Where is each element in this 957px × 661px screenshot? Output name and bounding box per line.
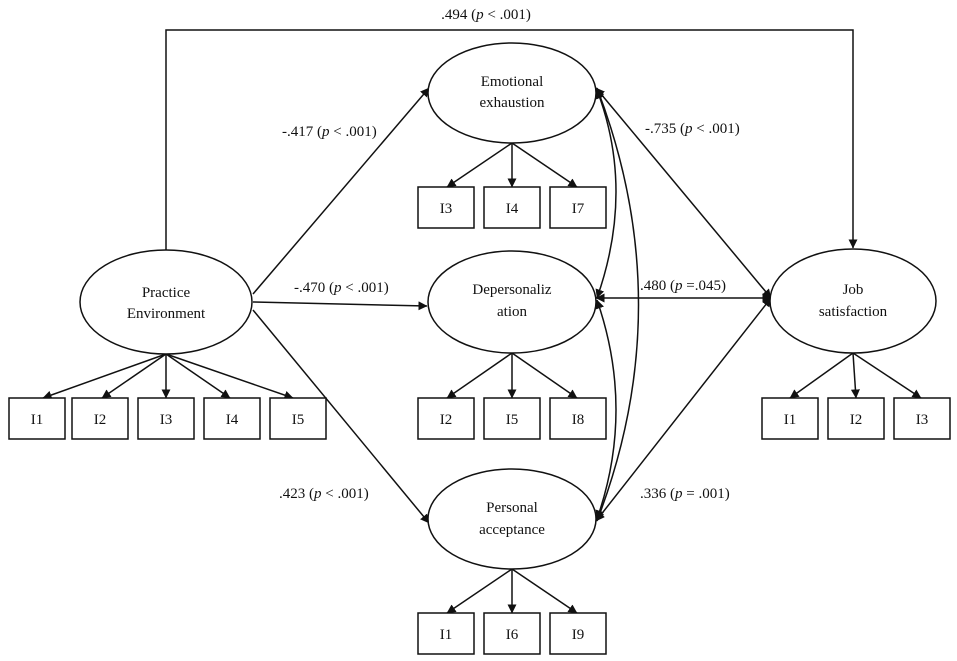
latent-label-line1: Personal xyxy=(486,500,538,516)
indicator-label: I8 xyxy=(572,412,585,428)
indicator-box: I9 xyxy=(549,612,607,655)
latent-emotional-exhaustion: Emotional exhaustion xyxy=(427,42,597,144)
loading-personal-1 xyxy=(446,568,513,614)
latent-label-line1: Emotional xyxy=(481,74,544,90)
indicator-box: I1 xyxy=(417,612,475,655)
indicator-box: I1 xyxy=(761,397,819,440)
arc-emotional-personal xyxy=(595,87,640,522)
indicator-label: I4 xyxy=(506,201,519,217)
arc-emotional-depersonalization xyxy=(595,89,617,299)
latent-label-line1: Job xyxy=(843,282,864,298)
indicator-box: I7 xyxy=(549,186,607,229)
loading-depersonalization-3 xyxy=(511,352,578,399)
indicator-label: I2 xyxy=(94,412,107,428)
edge-practice-to-emotional xyxy=(252,87,430,295)
loading-personal-3 xyxy=(511,568,578,614)
indicator-box: I2 xyxy=(827,397,885,440)
indicator-box: I1 xyxy=(8,397,66,440)
loading-practice-2 xyxy=(101,353,167,399)
indicator-box: I4 xyxy=(203,397,261,440)
indicator-label: I2 xyxy=(440,412,453,428)
indicator-label: I4 xyxy=(226,412,239,428)
latent-practice-environment: Practice Environment xyxy=(79,249,253,355)
loading-practice-5 xyxy=(165,353,294,400)
coef-practice-depersonalization: -.470 (p < .001) xyxy=(294,280,389,296)
latent-label-line2: acceptance xyxy=(479,522,545,538)
loading-job-3 xyxy=(852,352,922,399)
latent-label-line2: exhaustion xyxy=(480,95,545,111)
latent-label-line2: ation xyxy=(497,304,527,320)
latent-label-line2: Environment xyxy=(127,306,206,322)
latent-label-line1: Depersonaliz xyxy=(472,282,551,298)
loading-emotional-1 xyxy=(446,142,513,188)
coef-practice-emotional: -.417 (p < .001) xyxy=(282,124,377,140)
loading-depersonalization-1 xyxy=(446,352,513,399)
coef-practice-personal: .423 (p < .001) xyxy=(279,486,369,502)
latent-job-satisfaction: Job satisfaction xyxy=(769,248,937,354)
latent-personal-acceptance: Personal acceptance xyxy=(427,468,597,570)
coef-depersonalization-job: .480 (p =.045) xyxy=(640,278,726,294)
latent-label-line2: satisfaction xyxy=(819,304,888,320)
loading-practice-4 xyxy=(165,353,231,399)
indicator-label: I3 xyxy=(160,412,173,428)
edge-practice-to-job xyxy=(165,29,858,250)
indicator-box: I8 xyxy=(549,397,607,440)
indicator-box: I5 xyxy=(483,397,541,440)
indicator-label: I1 xyxy=(784,412,797,428)
edge-personal-job xyxy=(595,297,772,522)
loading-job-2 xyxy=(850,352,860,399)
coef-emotional-job: -.735 (p < .001) xyxy=(645,121,740,137)
edge-emotional-job xyxy=(595,87,772,299)
loading-practice-1 xyxy=(42,353,167,400)
indicator-label: I9 xyxy=(572,627,585,643)
loading-emotional-3 xyxy=(511,142,578,188)
indicator-label: I2 xyxy=(850,412,863,428)
arc-depersonalization-personal xyxy=(595,299,617,520)
coef-personal-job: .336 (p = .001) xyxy=(640,486,730,502)
latent-label-line1: Practice xyxy=(142,285,191,301)
edge-practice-to-depersonalization xyxy=(252,301,428,311)
indicator-box: I5 xyxy=(269,397,327,440)
loading-job-1 xyxy=(789,352,854,399)
coef-practice-job: .494 (p < .001) xyxy=(441,7,531,23)
indicator-box: I2 xyxy=(71,397,129,440)
indicator-label: I6 xyxy=(506,627,519,643)
indicator-label: I5 xyxy=(292,412,305,428)
indicator-box: I6 xyxy=(483,612,541,655)
indicator-box: I2 xyxy=(417,397,475,440)
latent-depersonalization: Depersonaliz ation xyxy=(427,250,597,354)
indicator-label: I1 xyxy=(31,412,44,428)
indicator-label: I7 xyxy=(572,201,585,217)
indicator-label: I3 xyxy=(916,412,929,428)
indicator-label: I1 xyxy=(440,627,453,643)
edge-practice-to-personal xyxy=(252,309,430,524)
indicator-label: I3 xyxy=(440,201,453,217)
indicator-box: I3 xyxy=(137,397,195,440)
indicator-box: I4 xyxy=(483,186,541,229)
indicator-label: I5 xyxy=(506,412,519,428)
indicator-box: I3 xyxy=(893,397,951,440)
indicator-box: I3 xyxy=(417,186,475,229)
